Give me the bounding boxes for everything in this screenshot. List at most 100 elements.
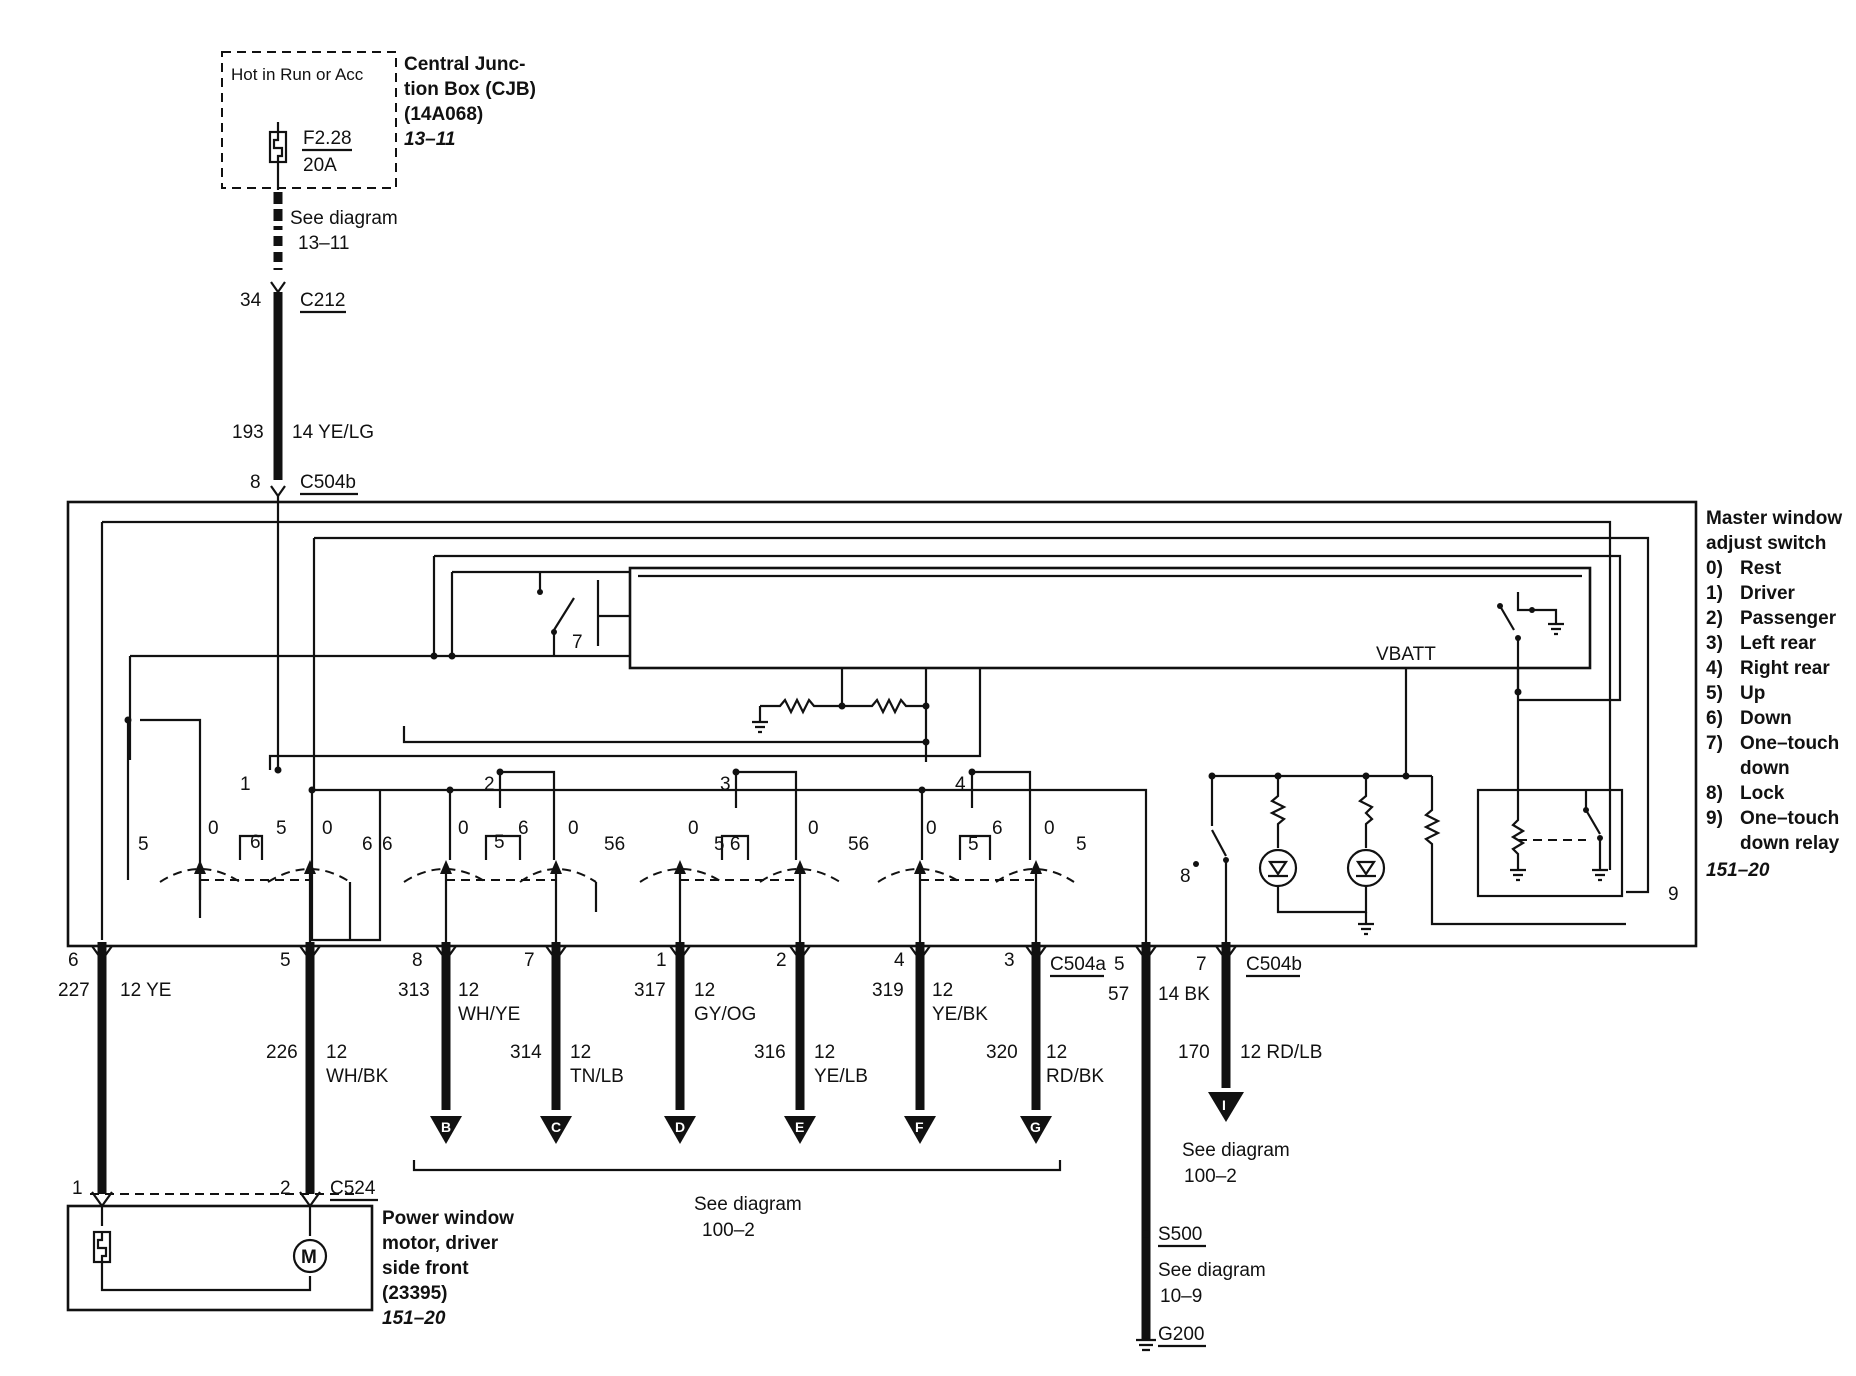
legend-number: 0) — [1706, 558, 1723, 579]
pin-314: 7 — [524, 950, 535, 971]
pos-6-c: 6 — [382, 834, 393, 855]
feed-circuit: 193 — [232, 422, 264, 443]
arrow-E: E — [784, 1116, 816, 1144]
pin-316: 2 — [776, 950, 787, 971]
selector-1: 1 — [240, 774, 251, 795]
arrow-G-letter: G — [1030, 1119, 1041, 1135]
cjb-name-line-2: tion Box (CJB) — [404, 79, 536, 100]
c524-label: C524 — [330, 1178, 376, 1199]
pos-6-d: 6 — [518, 818, 529, 839]
relay-9-label: 9 — [1668, 884, 1679, 905]
led-indicator-1 — [1258, 776, 1298, 888]
circuit-57: 57 — [1108, 984, 1129, 1005]
legend-number: 2) — [1706, 608, 1723, 629]
fuse-id: F2.28 — [303, 128, 352, 149]
motor-name-line-3: side front — [382, 1258, 469, 1279]
pos-5-6: 5 6 — [714, 834, 740, 855]
ground-see: See diagram — [1158, 1260, 1266, 1281]
wire-319-size: 12 — [932, 980, 953, 1001]
legend-text: Driver — [1740, 583, 1796, 604]
feed-wire: See diagram 13–11 34 C212 193 14 YE/LG 8… — [232, 162, 398, 505]
see-100-2-right-ref: 100–2 — [1184, 1166, 1237, 1187]
motor-name-line-1: Power window — [382, 1208, 514, 1229]
ground-path: S500 See diagram 10–9 G200 — [1136, 1224, 1266, 1352]
legend-text: Passenger — [1740, 608, 1837, 629]
wire-320-color: RD/BK — [1046, 1066, 1104, 1087]
cjb-name-line-1: Central Junc- — [404, 54, 525, 75]
selector-3: 3 — [720, 774, 731, 795]
wire-316-color: YE/LB — [814, 1066, 868, 1087]
pin-227: 6 — [68, 950, 79, 971]
ground-see-ref: 10–9 — [1160, 1286, 1202, 1307]
switch-legend: Master window adjust switch 0)Rest1)Driv… — [1706, 508, 1842, 881]
wire-313-color: WH/YE — [458, 1004, 520, 1025]
wire-319-color: YE/BK — [932, 1004, 988, 1025]
wire-226-color: WH/BK — [326, 1066, 389, 1087]
wire-226-size: 12 — [326, 1042, 347, 1063]
pos-0-c: 0 — [458, 818, 469, 839]
legend-text: down — [1740, 758, 1790, 779]
circuit-226: 226 — [266, 1042, 298, 1063]
pin-320: 3 — [1004, 950, 1015, 971]
circuit-317: 317 — [634, 980, 666, 1001]
circuit-313: 313 — [398, 980, 430, 1001]
master-window-switch: 7 1 2 3 4 — [66, 500, 1698, 948]
pos-6-b: 6 — [362, 834, 373, 855]
led-indicator-2 — [1276, 776, 1386, 936]
legend-text: down relay — [1740, 833, 1840, 854]
arrow-I: I — [1208, 1092, 1244, 1122]
pin-317: 1 — [656, 950, 667, 971]
pos-0-e: 0 — [688, 818, 699, 839]
switch-title-line-1: Master window — [1706, 508, 1842, 529]
wire-317-color: GY/OG — [694, 1004, 756, 1025]
legend-text: Left rear — [1740, 633, 1817, 654]
arrow-D-letter: D — [675, 1119, 685, 1135]
motor-letter: M — [301, 1247, 317, 1268]
wire-314-color: TN/LB — [570, 1066, 624, 1087]
wire-227: 12 YE — [120, 980, 171, 1001]
pos-5-d: 5 — [968, 834, 979, 855]
legend-text: One–touch — [1740, 808, 1839, 829]
arrow-B: B — [430, 1116, 462, 1144]
arrow-F-letter: F — [915, 1119, 924, 1135]
circuit-227: 227 — [58, 980, 90, 1001]
legend-number: 4) — [1706, 658, 1723, 679]
arrow-G: G — [1020, 1116, 1052, 1144]
selector-2: 2 — [484, 774, 495, 795]
legend-text: Right rear — [1740, 658, 1830, 679]
legend-text: One–touch — [1740, 733, 1839, 754]
switch-7-label: 7 — [572, 632, 583, 653]
arrow-C: C — [540, 1116, 572, 1144]
feed-wire-color: 14 YE/LG — [292, 422, 374, 443]
see-100-2-main: See diagram — [694, 1194, 802, 1215]
pos-0-a: 0 — [208, 818, 219, 839]
arrow-I-letter: I — [1222, 1097, 1226, 1113]
pin-226: 5 — [280, 950, 291, 971]
wire-313-size: 12 — [458, 980, 479, 1001]
pos-0-b: 0 — [322, 818, 333, 839]
pos-5-a: 5 — [138, 834, 149, 855]
c504a-label: C504a — [1050, 954, 1106, 975]
circuit-319: 319 — [872, 980, 904, 1001]
circuit-breaker-icon — [92, 1206, 312, 1292]
pin-313: 8 — [412, 950, 423, 971]
legend-text: Down — [1740, 708, 1792, 729]
cjb-hot-label: Hot in Run or Acc — [231, 65, 364, 84]
motor-icon: M — [292, 1206, 328, 1274]
wire-320-size: 12 — [1046, 1042, 1067, 1063]
feed-see-diagram: See diagram — [290, 208, 398, 229]
legend-number: 8) — [1706, 783, 1723, 804]
pos-0-d: 0 — [568, 818, 579, 839]
selector-4: 4 — [955, 774, 966, 795]
circuit-320: 320 — [986, 1042, 1018, 1063]
legend-number: 1) — [1706, 583, 1723, 604]
pos-0-h: 0 — [1044, 818, 1055, 839]
motor-name-line-4: (23395) — [382, 1283, 448, 1304]
central-junction-box: Hot in Run or Acc F2.28 20A Central Junc… — [221, 51, 536, 189]
splice-s500: S500 — [1158, 1224, 1202, 1245]
pos-56-a: 56 — [604, 834, 625, 855]
see-100-2-right: See diagram — [1182, 1140, 1290, 1161]
ground-g200: G200 — [1158, 1324, 1204, 1345]
